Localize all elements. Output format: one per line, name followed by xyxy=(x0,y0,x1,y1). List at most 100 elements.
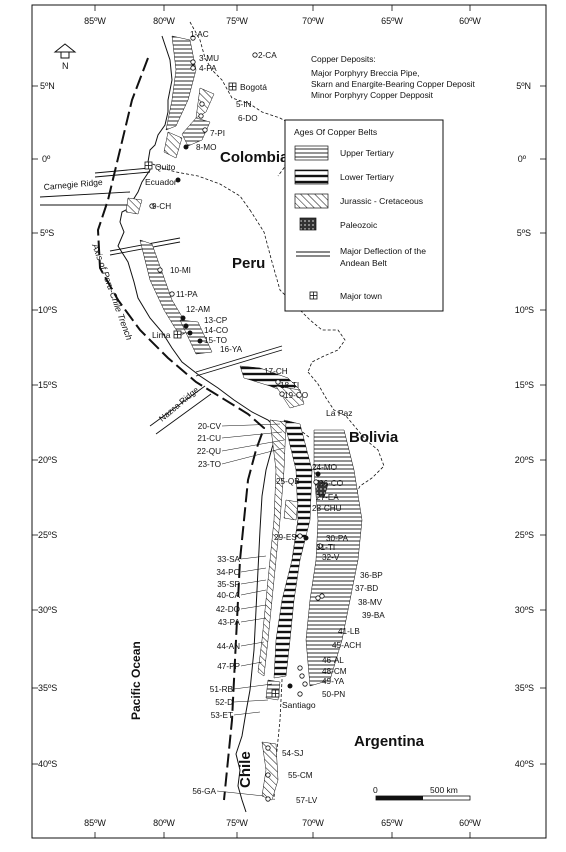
deposit-label: 16-YA xyxy=(220,345,243,354)
lon-label-bottom: 80ºW xyxy=(153,818,175,828)
deposit-label: 7-PI xyxy=(210,129,225,138)
trench-axis xyxy=(96,57,266,801)
deposit-label: 42-DO xyxy=(216,605,240,614)
lon-label-top: 85ºW xyxy=(84,16,106,26)
lon-label-bottom: 85ºW xyxy=(84,818,106,828)
lat-label-right: 5ºS xyxy=(517,228,531,238)
lat-label-right: 5ºN xyxy=(516,81,531,91)
deposit-label: 28-CHU xyxy=(312,504,342,513)
deposit-label: 46-AL xyxy=(322,656,344,665)
lat-label-right: 15ºS xyxy=(515,380,534,390)
deposit-label: 9-CH xyxy=(152,202,171,211)
deposit-legend-title: Copper Deposits: xyxy=(311,54,376,64)
lat-label-left: 40ºS xyxy=(38,759,57,769)
north-label: N xyxy=(62,61,69,71)
belt-legend-title: Ages Of Copper Belts xyxy=(294,127,377,137)
deposit-label: 52-D xyxy=(215,698,233,707)
deposit-label: 55-CM xyxy=(288,771,313,780)
lat-label-right: 20ºS xyxy=(515,455,534,465)
tick-marks xyxy=(32,5,546,838)
country-label: Bolivia xyxy=(349,429,399,446)
town-label: La Paz xyxy=(326,408,352,418)
lat-label-left: 15ºS xyxy=(38,380,57,390)
copper-belts xyxy=(125,35,363,801)
deposit-label: 17-CH xyxy=(264,367,288,376)
lat-label-left: 20ºS xyxy=(38,455,57,465)
deposit-label: 27-EA xyxy=(316,493,339,502)
legend-swatch-jurassic xyxy=(294,193,329,209)
country-label: Peru xyxy=(232,255,265,272)
deposit-label: 54-SJ xyxy=(282,749,303,758)
deposit-label: 4-PA xyxy=(199,64,217,73)
deposit-label: 11-PA xyxy=(176,290,198,299)
deposit-label: 5-IN xyxy=(236,100,252,109)
deposit-label: 39-BA xyxy=(362,611,385,620)
town-label: Quito xyxy=(155,162,176,172)
legend-paleozoic: Paleozoic xyxy=(340,220,378,230)
border-peru-brazil xyxy=(249,209,346,373)
town-label: Lima xyxy=(152,330,171,340)
deposit-label: 47-PP xyxy=(217,662,240,671)
deposit-label: 45-ACH xyxy=(332,641,361,650)
lat-label-right: 35ºS xyxy=(515,683,534,693)
deposit-label: 43-PA xyxy=(218,618,241,627)
deposit-label: 49-YA xyxy=(322,677,345,686)
deposit-label: 24-MO xyxy=(312,463,337,472)
deposit-label: 44-AN xyxy=(217,642,240,651)
legend-swatch-paleozoic xyxy=(299,217,317,231)
ocean-label: Pacific Ocean xyxy=(129,641,143,720)
deposit-label: 22-QU xyxy=(197,447,221,456)
deposit-label: 29-ES xyxy=(274,533,297,542)
legend-swatch-upper xyxy=(294,145,329,161)
deposit-label: 33-SA xyxy=(217,555,240,564)
legend-deflection-2: Andean Belt xyxy=(340,258,387,268)
deposit-label: 12-AM xyxy=(186,305,210,314)
deposit-label: 41-LB xyxy=(338,627,360,636)
lat-label-left: 25ºS xyxy=(38,530,57,540)
deposit-label: 2-CA xyxy=(258,51,277,60)
deposit-label: 3-MU xyxy=(199,54,219,63)
deposit-label: 50-PN xyxy=(322,690,345,699)
lon-label-bottom: 65ºW xyxy=(381,818,403,828)
lat-label-right: 40ºS xyxy=(515,759,534,769)
lat-label-right: 10ºS xyxy=(515,305,534,315)
deposit-label: 25-QB xyxy=(276,477,300,486)
border-ecuador-peru xyxy=(147,161,251,211)
deposit-legend: Copper Deposits: Major Porphyry Breccia … xyxy=(311,54,476,100)
coastline xyxy=(117,35,279,813)
lat-label-left: 5ºS xyxy=(40,228,54,238)
town-label: Bogotá xyxy=(240,82,267,92)
north-arrow: N xyxy=(53,43,77,71)
deposit-label: 23-TO xyxy=(198,460,221,469)
lat-label-left: 5ºN xyxy=(40,81,55,91)
deposit-label: 56-GA xyxy=(192,787,216,796)
deflection-lines xyxy=(94,167,283,377)
lon-label-bottom: 60ºW xyxy=(459,818,481,828)
deposit-leaders-left xyxy=(216,423,285,797)
map-frame xyxy=(31,4,547,839)
belt-legend: Ages Of Copper Belts Upper Tertiary Lowe… xyxy=(284,119,444,312)
lon-label-top: 65ºW xyxy=(381,16,403,26)
legend-upper: Upper Tertiary xyxy=(340,148,395,158)
deposit-legend-major-2: Skarn and Enargite-Bearing Copper Deposi… xyxy=(311,79,476,89)
trench-label: Axis of Peru-Chile Trench xyxy=(90,241,135,341)
deposit-label: 13-CP xyxy=(204,316,228,325)
lat-label-right: 25ºS xyxy=(515,530,534,540)
lat-label-left: 0º xyxy=(42,154,51,164)
town-markers xyxy=(144,82,280,698)
scale-bar: 0 500 km xyxy=(373,785,471,801)
lon-label-top: 75ºW xyxy=(226,16,248,26)
lat-label-right: 30ºS xyxy=(515,605,534,615)
lon-label-top: 70ºW xyxy=(302,16,324,26)
town-label: Ecuador xyxy=(145,177,177,187)
deposit-label: 51-RB xyxy=(210,685,234,694)
major-deposit-markers xyxy=(175,144,321,689)
deposit-label: 57-LV xyxy=(296,796,318,805)
lat-label-right: 0º xyxy=(518,154,527,164)
legend-deflection-1: Major Deflection of the xyxy=(340,246,426,256)
deposit-label: 48-CM xyxy=(322,667,347,676)
carnegie-ridge xyxy=(39,191,131,206)
deposit-label: 38-MV xyxy=(358,598,383,607)
deposit-label: 30-PA xyxy=(326,534,349,543)
